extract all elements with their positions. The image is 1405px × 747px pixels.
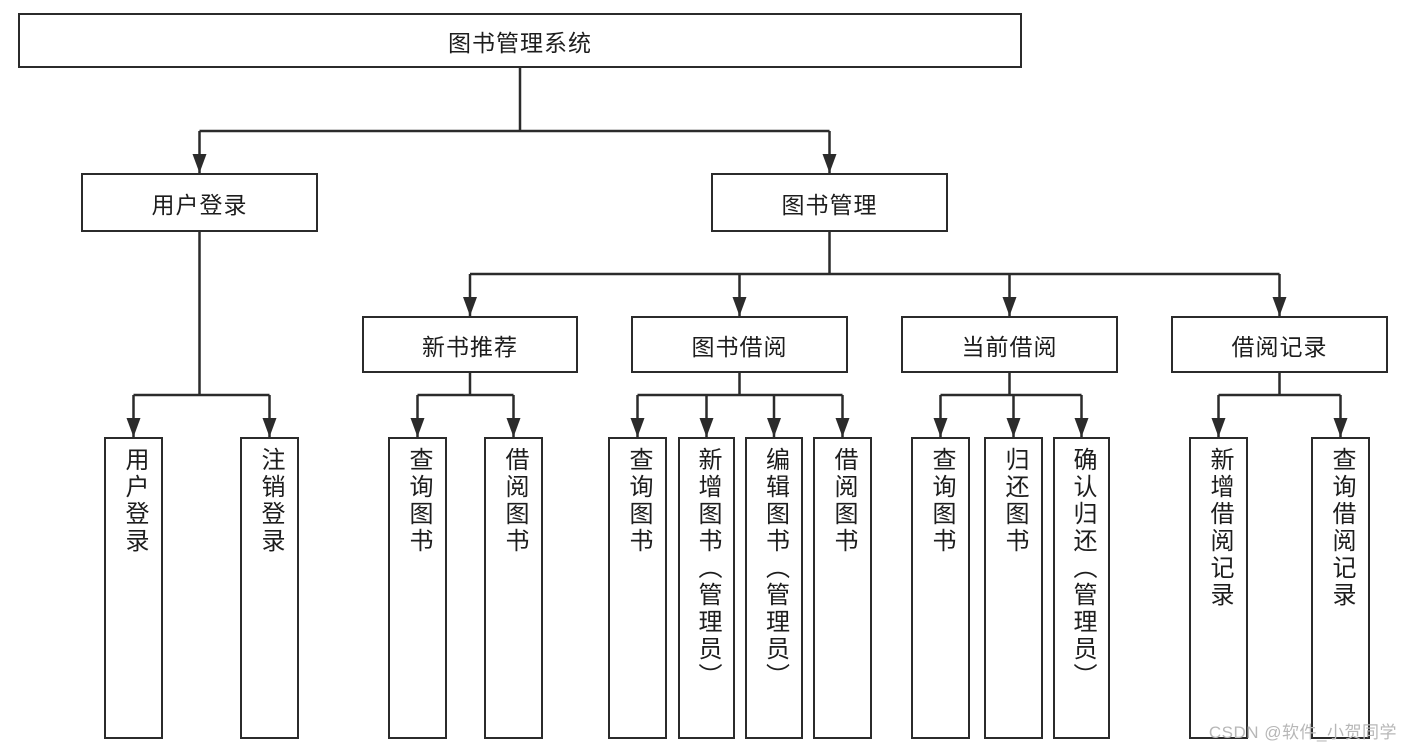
- node-label: 查询图书: [927, 447, 955, 555]
- node-label: 编辑图书（管理员）: [761, 447, 789, 690]
- node-new-book-rec[interactable]: 新书推荐: [362, 316, 578, 373]
- arrowhead-icon: [126, 418, 141, 437]
- node-current-borrow[interactable]: 当前借阅: [901, 316, 1118, 373]
- arrowhead-icon: [732, 297, 747, 316]
- arrowhead-icon: [463, 297, 477, 316]
- arrowhead-icon: [1272, 297, 1287, 316]
- node-leaf-br-query[interactable]: 查询借阅记录: [1311, 437, 1370, 739]
- node-book-borrow[interactable]: 图书借阅: [631, 316, 848, 373]
- arrowhead-icon: [1333, 418, 1348, 437]
- arrowhead-icon: [822, 154, 837, 173]
- node-label: 查询图书: [624, 447, 652, 555]
- node-root[interactable]: 图书管理系统: [18, 13, 1022, 68]
- node-borrow-record[interactable]: 借阅记录: [1171, 316, 1388, 373]
- node-label: 查询图书: [404, 447, 432, 555]
- arrowhead-icon: [933, 418, 948, 437]
- node-label: 新增借阅记录: [1205, 447, 1233, 609]
- arrowhead-icon: [192, 154, 207, 173]
- node-label: 查询借阅记录: [1327, 447, 1355, 609]
- arrowhead-icon: [410, 418, 425, 437]
- node-label: 当前借阅: [961, 333, 1058, 360]
- arrowhead-icon: [506, 418, 521, 437]
- arrowhead-icon: [1002, 297, 1017, 316]
- arrowhead-icon: [767, 418, 781, 437]
- node-label: 借阅图书: [829, 447, 857, 555]
- node-leaf-nbr-query[interactable]: 查询图书: [388, 437, 447, 739]
- node-leaf-cb-return[interactable]: 归还图书: [984, 437, 1043, 739]
- node-label: 用户登录: [151, 191, 248, 218]
- node-label: 确认归还（管理员）: [1068, 447, 1096, 690]
- node-leaf-br-add[interactable]: 新增借阅记录: [1189, 437, 1248, 739]
- node-leaf-bb-add[interactable]: 新增图书（管理员）: [678, 437, 735, 739]
- node-label: 新增图书（管理员）: [693, 447, 721, 690]
- node-label: 归还图书: [1000, 447, 1028, 555]
- node-leaf-user-login[interactable]: 用户登录: [104, 437, 163, 739]
- arrowhead-icon: [835, 418, 850, 437]
- arrowhead-icon: [630, 418, 645, 437]
- watermark: CSDN @软件_小贺同学: [1208, 723, 1397, 742]
- node-leaf-user-logout[interactable]: 注销登录: [240, 437, 299, 739]
- node-leaf-bb-edit[interactable]: 编辑图书（管理员）: [745, 437, 803, 739]
- node-label: 借阅图书: [500, 447, 528, 555]
- node-leaf-bb-query[interactable]: 查询图书: [608, 437, 667, 739]
- arrowhead-icon: [699, 418, 714, 437]
- node-label: 图书管理系统: [448, 29, 592, 56]
- node-label: 新书推荐: [422, 333, 518, 360]
- node-label: 图书借阅: [691, 333, 788, 360]
- node-label: 借阅记录: [1231, 333, 1328, 360]
- node-leaf-bb-borrow[interactable]: 借阅图书: [813, 437, 872, 739]
- node-label: 图书管理: [781, 191, 878, 218]
- node-book-manage[interactable]: 图书管理: [711, 173, 948, 232]
- arrowhead-icon: [1074, 418, 1089, 437]
- node-leaf-nbr-borrow[interactable]: 借阅图书: [484, 437, 543, 739]
- node-user-login[interactable]: 用户登录: [81, 173, 318, 232]
- node-leaf-cb-query[interactable]: 查询图书: [911, 437, 970, 739]
- arrowhead-icon: [1211, 418, 1226, 437]
- node-label: 用户登录: [120, 447, 148, 555]
- node-leaf-cb-confirm[interactable]: 确认归还（管理员）: [1053, 437, 1110, 739]
- arrowhead-icon: [1006, 418, 1021, 437]
- arrowhead-icon: [262, 418, 277, 437]
- node-label: 注销登录: [256, 447, 284, 555]
